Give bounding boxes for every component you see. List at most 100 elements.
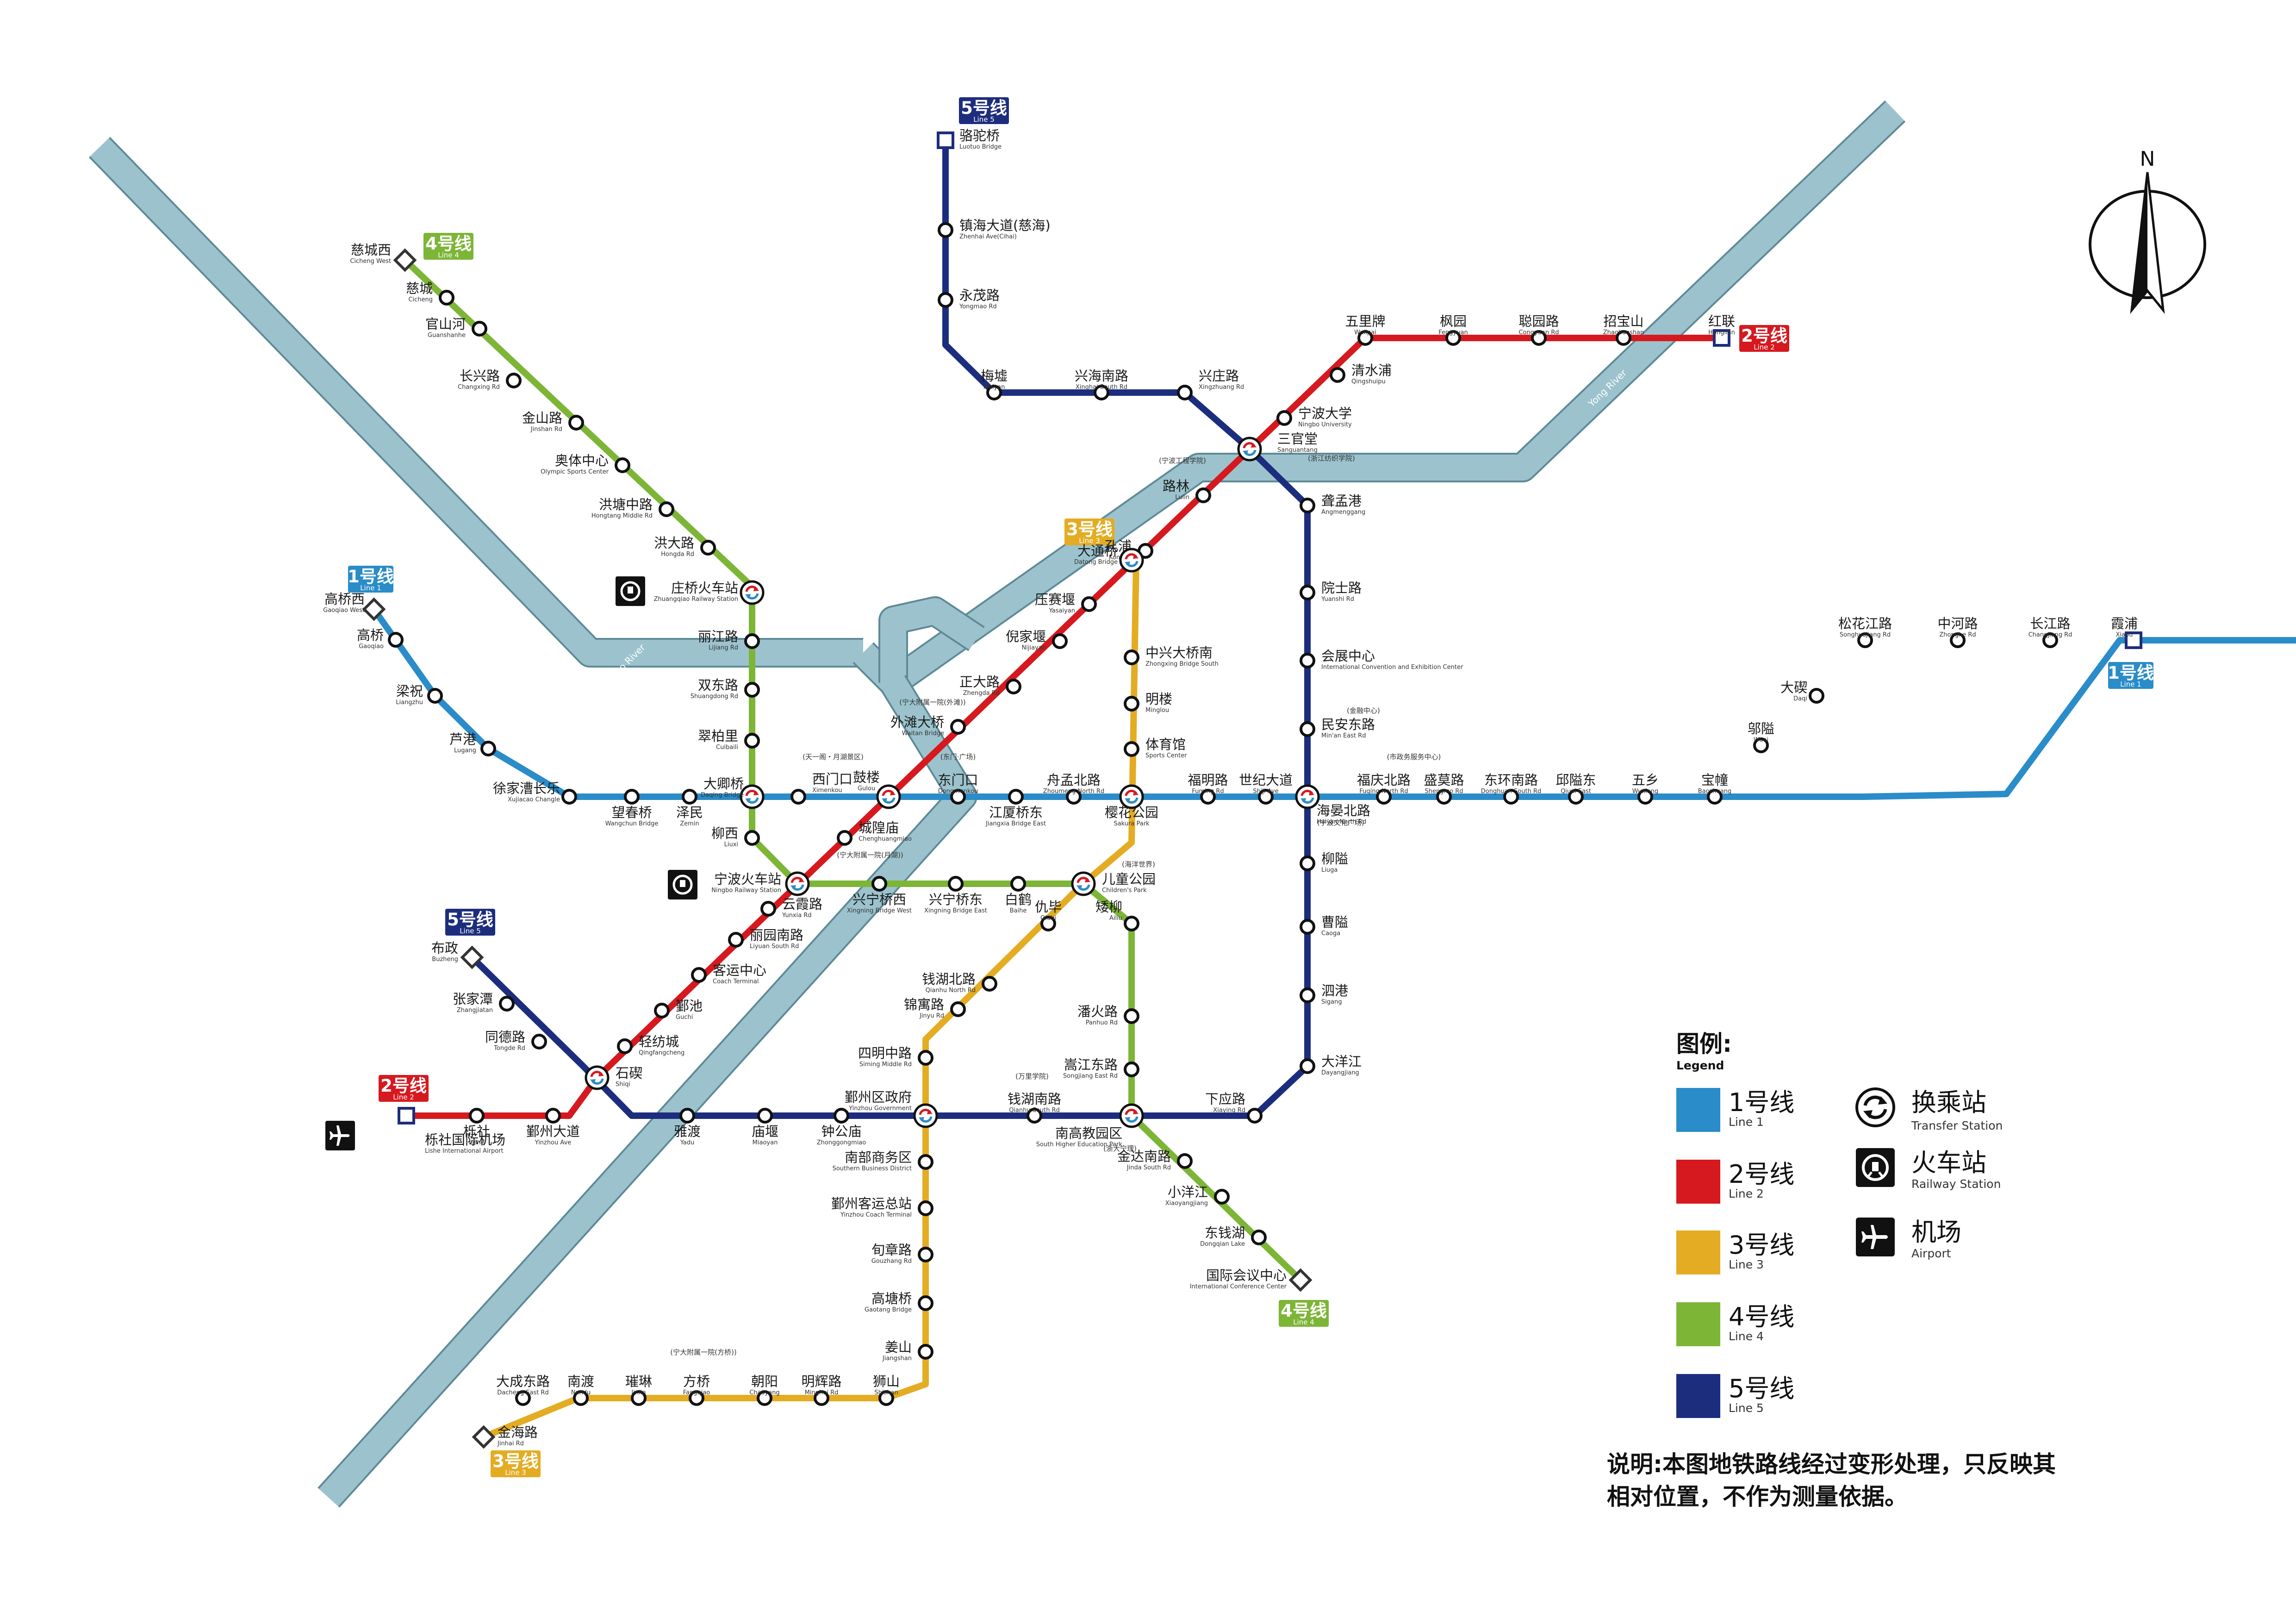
station-marker[interactable] bbox=[760, 901, 776, 917]
station-marker[interactable] bbox=[1247, 1108, 1263, 1124]
station-marker[interactable] bbox=[1052, 633, 1068, 649]
station-marker[interactable] bbox=[1010, 876, 1026, 892]
station-marker[interactable] bbox=[1276, 410, 1292, 426]
station-marker[interactable] bbox=[691, 967, 707, 983]
terminus-marker[interactable] bbox=[398, 1107, 415, 1124]
line-3-track[interactable] bbox=[480, 557, 1139, 1440]
station-marker[interactable] bbox=[1251, 1230, 1267, 1245]
station-marker[interactable] bbox=[744, 682, 760, 698]
station-marker[interactable] bbox=[837, 830, 852, 846]
station-marker[interactable] bbox=[1006, 679, 1021, 694]
station-marker[interactable] bbox=[631, 1390, 647, 1406]
station-marker[interactable] bbox=[950, 1001, 966, 1017]
station-marker[interactable] bbox=[1857, 632, 1873, 648]
station-marker[interactable] bbox=[1568, 789, 1584, 805]
terminus-marker[interactable] bbox=[1713, 329, 1730, 347]
station-marker[interactable] bbox=[654, 1003, 670, 1018]
station-marker[interactable] bbox=[659, 501, 674, 517]
station-marker[interactable] bbox=[1300, 721, 1315, 737]
station-marker[interactable] bbox=[1027, 1108, 1042, 1124]
station-marker[interactable] bbox=[1177, 1153, 1193, 1169]
station-marker[interactable] bbox=[617, 1038, 633, 1054]
station-marker[interactable] bbox=[1616, 330, 1631, 346]
station-marker[interactable] bbox=[757, 1108, 773, 1124]
station-marker[interactable] bbox=[918, 1295, 933, 1311]
station-marker[interactable] bbox=[918, 1200, 933, 1216]
station-marker[interactable] bbox=[531, 1034, 547, 1049]
station-marker[interactable] bbox=[1200, 789, 1216, 805]
transfer-icon[interactable] bbox=[1295, 784, 1320, 809]
station-marker[interactable] bbox=[1094, 385, 1109, 400]
station-marker[interactable] bbox=[918, 1344, 933, 1360]
station-marker[interactable] bbox=[469, 1108, 485, 1124]
station-marker[interactable] bbox=[515, 1390, 531, 1406]
station-marker[interactable] bbox=[472, 321, 487, 337]
transfer-icon[interactable] bbox=[1071, 871, 1096, 896]
station-marker[interactable] bbox=[615, 457, 630, 473]
station-marker[interactable] bbox=[744, 733, 760, 749]
station-marker[interactable] bbox=[728, 932, 744, 948]
terminus-marker[interactable] bbox=[2125, 631, 2142, 649]
station-marker[interactable] bbox=[1081, 596, 1097, 612]
station-marker[interactable] bbox=[1195, 487, 1211, 503]
transfer-icon[interactable] bbox=[740, 784, 765, 809]
station-marker[interactable] bbox=[1637, 789, 1653, 805]
station-marker[interactable] bbox=[1177, 385, 1193, 400]
station-marker[interactable] bbox=[744, 633, 760, 649]
station-marker[interactable] bbox=[1300, 919, 1315, 935]
station-marker[interactable] bbox=[682, 789, 697, 805]
transfer-icon[interactable] bbox=[1119, 548, 1144, 573]
